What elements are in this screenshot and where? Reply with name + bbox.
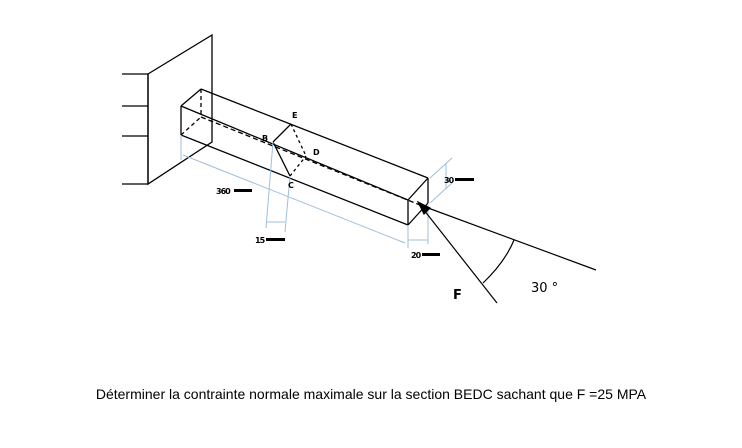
label-b: B (262, 134, 268, 143)
dim-section-value: 15 (255, 236, 266, 245)
force-f (416, 200, 597, 304)
label-angle: 30 ° (531, 281, 558, 296)
dim-height-label: 30 (444, 176, 474, 185)
label-e: E (292, 111, 297, 120)
label-d: D (313, 148, 320, 157)
problem-statement: Déterminer la contrainte normale maximal… (95, 386, 647, 402)
dim-width-label: 20 (411, 251, 440, 260)
dim-section-label: 15 (255, 236, 285, 245)
wall-support (122, 33, 213, 186)
beam (180, 88, 429, 226)
dim-width-value: 20 (411, 251, 422, 260)
dim-length-value: 360 (216, 187, 231, 196)
label-f: F (453, 288, 462, 303)
dim-length-label: 360 (216, 187, 252, 196)
dim-height-value: 30 (444, 176, 455, 185)
dimension-lines (180, 135, 453, 248)
label-c: C (288, 181, 294, 190)
section-bedc (272, 123, 307, 177)
